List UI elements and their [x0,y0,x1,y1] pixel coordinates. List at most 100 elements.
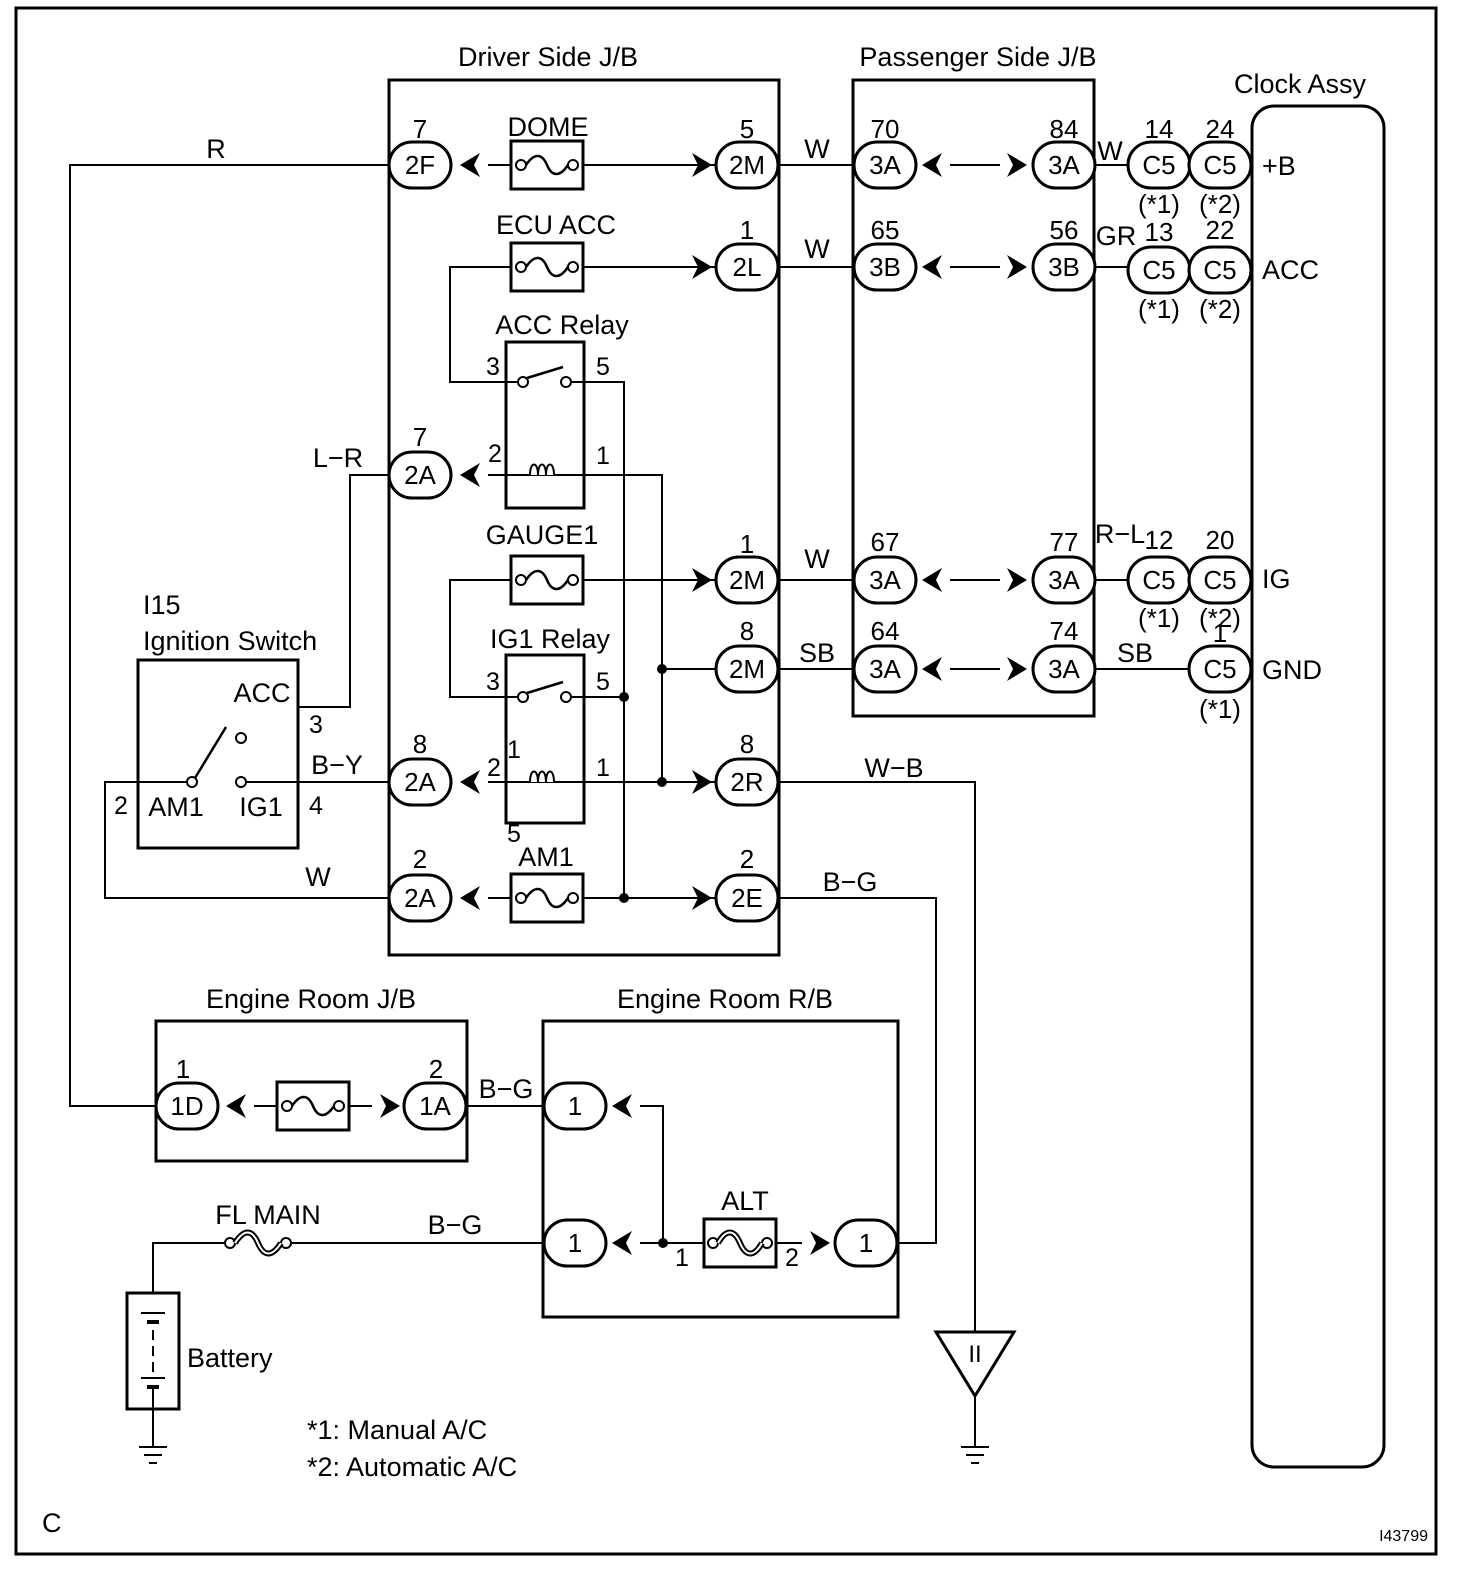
connector-dj-2a-by: 2A8 [387,729,453,807]
connector-code: 3A [1048,565,1080,595]
switch-pin-4: 4 [309,792,323,820]
connector-dj-2e: 2E2 [714,844,780,923]
acc-relay-label: ACC Relay [495,310,629,340]
connector-code: 1 [568,1091,582,1121]
connector-code: 2E [731,883,763,913]
ignition-switch: ACC AM1 IG1 3 4 2 [114,678,323,822]
connector-code: C5 [1203,654,1236,684]
fuse-ecu-acc-icon [509,241,585,293]
connector-code: C5 [1142,565,1175,595]
acc-relay-pin-5: 5 [596,353,610,381]
wire-bg-fl-main: B−G [428,1210,483,1240]
switch-acc-label: ACC [233,678,290,708]
connector-code: 1 [568,1228,582,1258]
passenger-jb-box [851,78,1096,718]
fuse-gauge1-label: GAUGE1 [486,520,599,550]
connector-code: C5 [1203,565,1236,595]
clock-terminal-gnd: GND [1262,655,1322,685]
wire-rl: R−L [1095,519,1145,549]
wire-w-dome-clock: W [1097,136,1123,166]
wire-by: B−Y [311,750,363,780]
connector-code: 2M [729,150,765,180]
connector-rb-1-b: 1 [542,1218,608,1268]
ig1-relay-switch-icon [495,680,595,703]
wire-r: R [206,134,226,164]
corner-mark: C [42,1508,62,1538]
connector-code: 2A [404,883,436,913]
connector-pin: 7 [413,422,427,452]
connector-code: C5 [1203,150,1236,180]
connector-pin: 1 [1213,618,1227,648]
connector-code: 1D [170,1091,203,1121]
figure-id: I43799 [1379,1528,1428,1545]
wire-w-ecu: W [804,234,830,264]
connector-code: 2M [729,654,765,684]
fuse-fl-main-label: FL MAIN [215,1200,321,1230]
connector-code: 2M [729,565,765,595]
switch-pin-3: 3 [309,711,323,739]
connector-pin: 70 [871,114,900,144]
ig1-relay-coil-icon [506,770,584,783]
connector-code: 3B [1048,252,1080,282]
connector-dj-2a-w: 2A2 [387,844,453,923]
ig1-relay-pin-1: 1 [596,754,610,782]
connector-rb-1-a: 1 [542,1081,608,1131]
connector-pin: 22 [1206,215,1235,245]
note-manual-ac: *1: Manual A/C [307,1415,487,1445]
connector-pin: 20 [1206,525,1235,555]
acc-relay-pin-3: 3 [486,353,500,381]
acc-relay-switch-icon [495,365,595,388]
alt-pin-2: 2 [785,1244,799,1272]
connector-pin: 13 [1145,217,1174,247]
driver-jb-box [387,78,781,957]
ignition-switch-id: I15 [143,590,181,620]
connector-pin: 5 [740,114,754,144]
switch-ig1-contact-icon [235,776,247,788]
switch-lever-icon [193,726,228,779]
connector-code: 2A [404,460,436,490]
connector-pin: 64 [871,616,900,646]
wire-bg-engine-jb: B−G [479,1074,534,1104]
wire-w-gauge: W [804,544,830,574]
wire-bg-2e: B−G [823,867,878,897]
connector-note: (*1) [1138,603,1180,633]
connector-code: 2L [733,252,762,282]
driver-jb-title: Driver Side J/B [458,42,638,72]
connector-code: 3A [1048,150,1080,180]
fuse-am1: AM1 [509,842,585,924]
connector-pin: 1 [176,1054,190,1084]
ground-wb-icon: II [933,1330,1017,1464]
connector-pin: 14 [1145,114,1174,144]
connector-note: (*1) [1138,189,1180,219]
fuse-am1-icon [509,872,585,924]
connector-code: 2F [405,150,435,180]
wire-color-labels: R W W W GR L−R W R−L SB SB B−Y W−B W B−G… [206,134,1153,1240]
fuse-dome-icon [509,139,585,191]
acc-relay-pin-2: 2 [488,440,502,468]
connector-rb-1-c: 1 [833,1218,899,1268]
connector-code: 3B [869,252,901,282]
clock-assy-box [1250,104,1386,1469]
switch-acc-contact-icon [235,732,247,744]
battery: Battery [125,1291,273,1411]
connector-pin: 1 [740,529,754,559]
engine-jb-box [154,1019,469,1163]
ig1-relay-pin-3: 3 [486,668,500,696]
ig1-relay-pin-5: 5 [596,668,610,696]
wire-w-dome: W [804,134,830,164]
wire-wb: W−B [864,753,923,783]
connector-dj-2a-lr: 2A7 [387,422,453,500]
acc-relay: ACC Relay 3 5 2 1 [486,310,629,510]
connector-pin: 77 [1050,527,1079,557]
fuse-alt-label: ALT [721,1186,769,1216]
connector-pin: 2 [429,1054,443,1084]
connector-note: (*2) [1199,603,1241,633]
battery-cells-icon [141,1312,165,1409]
ignition-switch-box [136,658,300,850]
